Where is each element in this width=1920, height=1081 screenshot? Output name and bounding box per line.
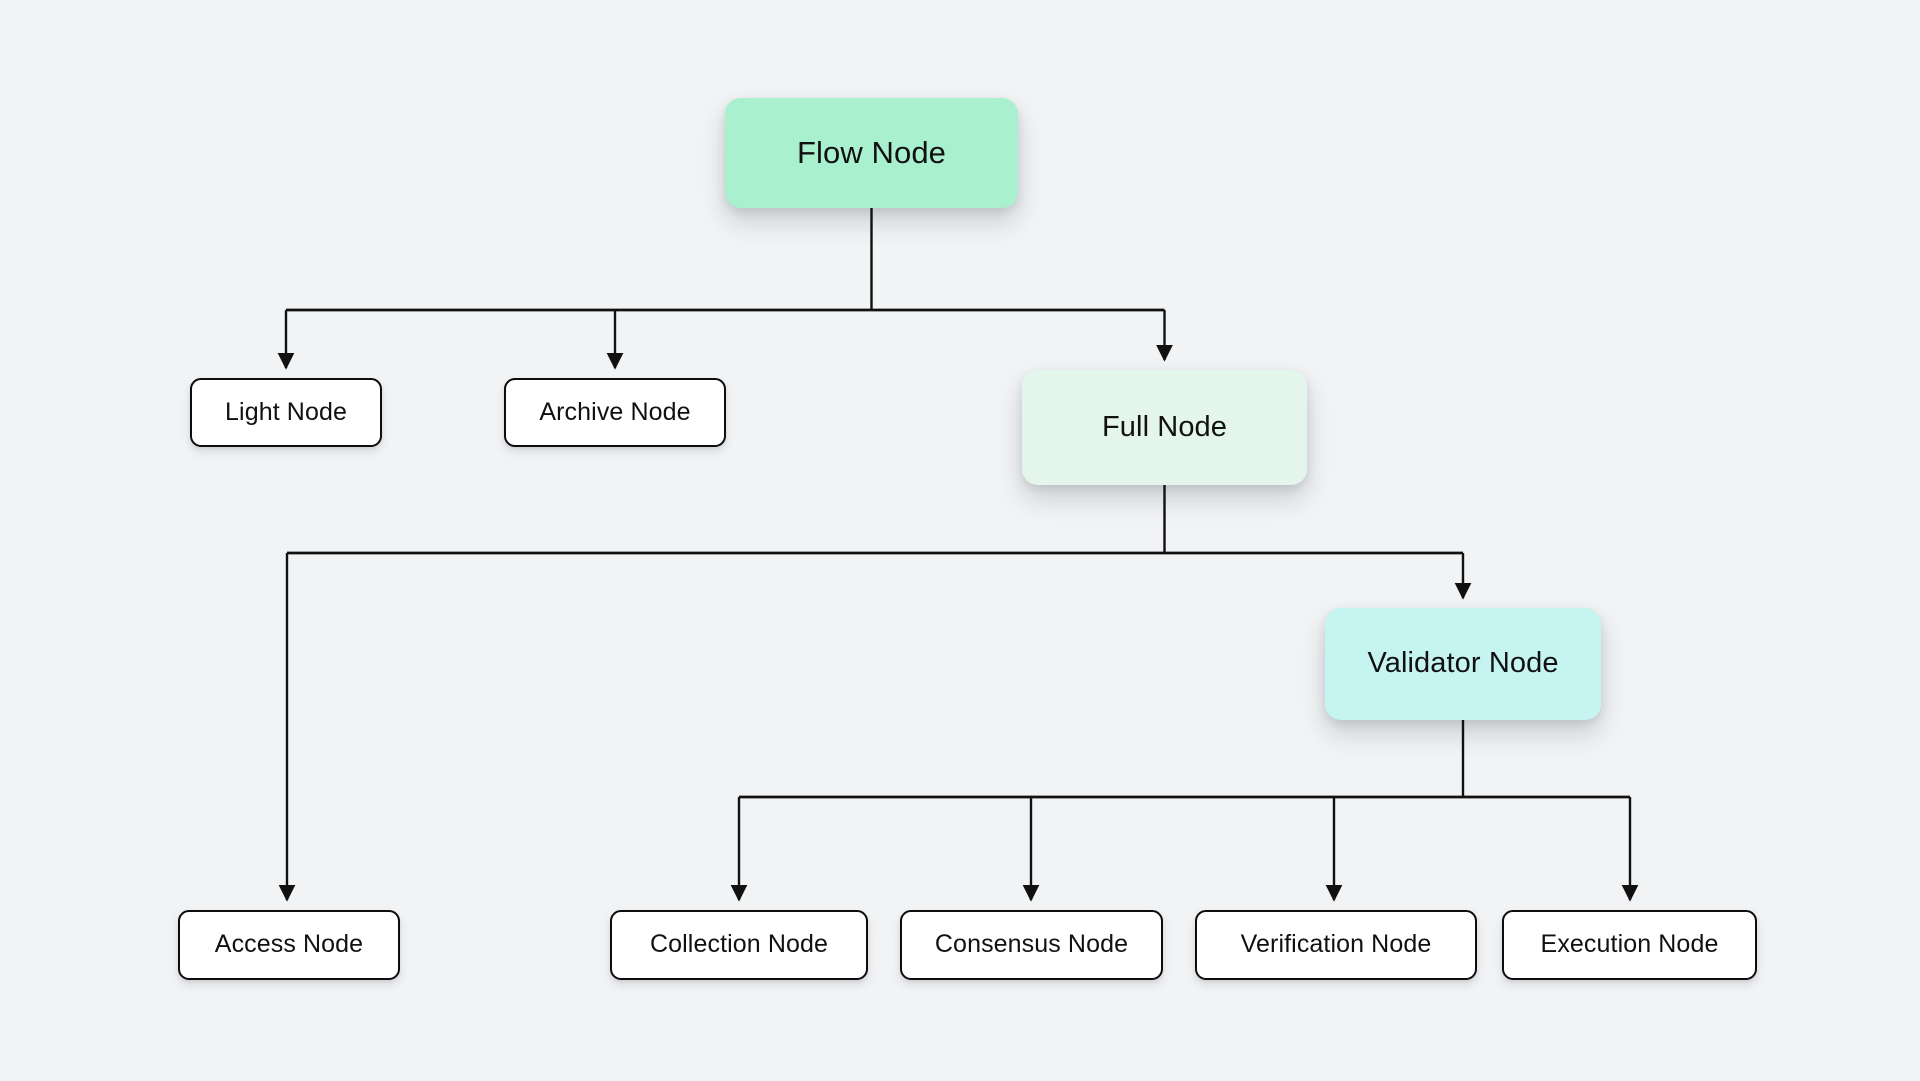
node-consensus-node[interactable]: Consensus Node — [900, 910, 1163, 980]
node-verification-node[interactable]: Verification Node — [1195, 910, 1477, 980]
edge-group-full-node — [278, 485, 1472, 902]
node-execution-node-label: Execution Node — [1540, 930, 1719, 959]
edge-group-validator-node — [730, 720, 1639, 902]
node-validator-node-label: Validator Node — [1367, 647, 1559, 680]
node-full-node-label: Full Node — [1101, 410, 1227, 443]
node-archive-node[interactable]: Archive Node — [504, 378, 726, 447]
node-light-node[interactable]: Light Node — [190, 378, 382, 447]
node-verification-node-label: Verification Node — [1240, 930, 1432, 959]
node-flow-node-label: Flow Node — [796, 134, 947, 170]
node-archive-node-label: Archive Node — [539, 397, 691, 426]
node-execution-node[interactable]: Execution Node — [1502, 910, 1757, 980]
node-collection-node[interactable]: Collection Node — [610, 910, 868, 980]
node-consensus-node-label: Consensus Node — [934, 930, 1129, 959]
node-full-node[interactable]: Full Node — [1022, 370, 1307, 485]
node-validator-node[interactable]: Validator Node — [1325, 608, 1601, 720]
node-access-node-label: Access Node — [214, 930, 364, 959]
node-access-node[interactable]: Access Node — [178, 910, 400, 980]
edge-group-flow-node — [277, 208, 1173, 370]
node-collection-node-label: Collection Node — [650, 930, 828, 959]
node-flow-node[interactable]: Flow Node — [725, 98, 1018, 208]
node-light-node-label: Light Node — [225, 397, 347, 426]
